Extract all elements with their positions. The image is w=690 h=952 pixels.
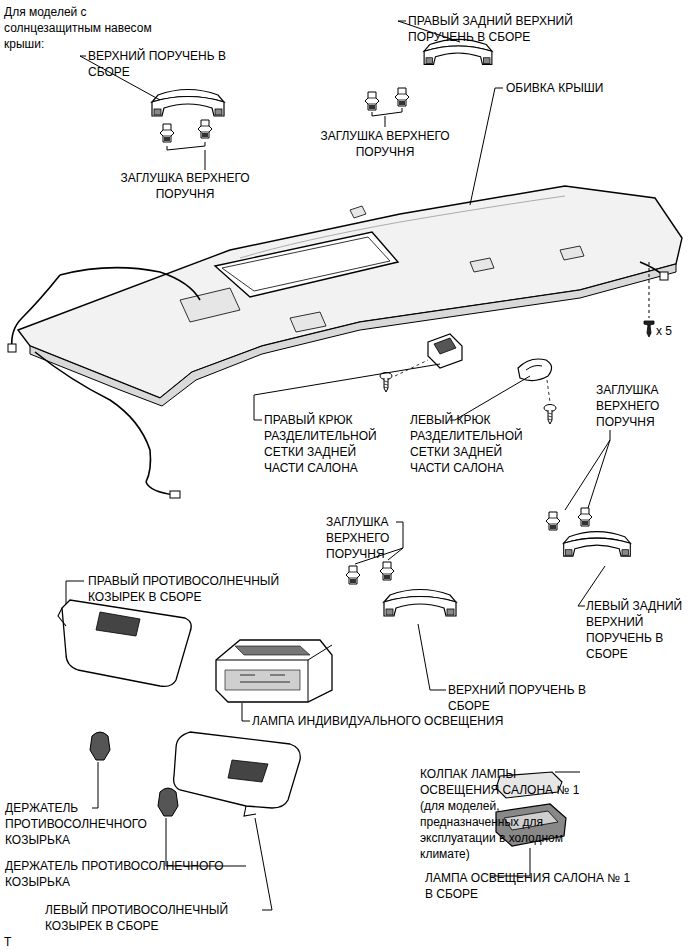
part-label: ЗАГЛУШКА ВЕРХНЕГО ПОРУЧНЯ [596,382,686,430]
part-label: x 5 [656,323,686,339]
part-label: ВЕРХНИЙ ПОРУЧЕНЬ В СБОРЕ [88,48,233,80]
part-label: ПРАВЫЙ КРЮК РАЗДЕЛИТЕЛЬНОЙ СЕТКИ ЗАДНЕЙ … [264,412,399,476]
part-label: ЗАГЛУШКА ВЕРХНЕГО ПОРУЧНЯ [110,170,260,202]
part-label: ЛЕВЫЙ КРЮК РАЗДЕЛИТЕЛЬНОЙ СЕТКИ ЗАДНЕЙ Ч… [410,412,545,476]
part-label: ЗАГЛУШКА ВЕРХНЕГО ПОРУЧНЯ [310,128,460,160]
part-label: ЛАМПА ОСВЕЩЕНИЯ САЛОНА № 1 В СБОРЕ [425,870,640,902]
part-label: ДЕРЖАТЕЛЬ ПРОТИВОСОЛНЕЧНОГО КОЗЫРЬКА [5,858,245,890]
part-label: ЛЕВЫЙ ПРОТИВОСОЛНЕЧНЫЙ КОЗЫРЕК В СБОРЕ [45,902,260,934]
part-label: ЛЕВЫЙ ЗАДНИЙ ВЕРХНИЙ ПОРУЧЕНЬ В СБОРЕ [586,598,686,662]
part-label: КОЛПАК ЛАМПЫ ОСВЕЩЕНИЯ САЛОНА № 1 (для м… [420,766,585,862]
part-label: ЛАМПА ИНДИВИДУАЛЬНОГО ОСВЕЩЕНИЯ [252,713,512,729]
part-label: ЗАГЛУШКА ВЕРХНЕГО ПОРУЧНЯ [326,514,402,562]
part-label: Для моделей с солнцезащитным навесом кры… [4,4,184,52]
part-label: T [4,934,24,950]
part-label: ПРАВЫЙ ЗАДНИЙ ВЕРХНИЙ ПОРУЧЕНЬ В СБОРЕ [408,13,578,45]
part-label: ДЕРЖАТЕЛЬ ПРОТИВОСОЛНЕЧНОГО КОЗЫРЬКА [5,800,130,848]
part-label: ВЕРХНИЙ ПОРУЧЕНЬ В СБОРЕ [448,682,613,714]
part-label: ОБИВКА КРЫШИ [506,80,626,96]
part-label: ПРАВЫЙ ПРОТИВОСОЛНЕЧНЫЙ КОЗЫРЕК В СБОРЕ [88,573,288,605]
